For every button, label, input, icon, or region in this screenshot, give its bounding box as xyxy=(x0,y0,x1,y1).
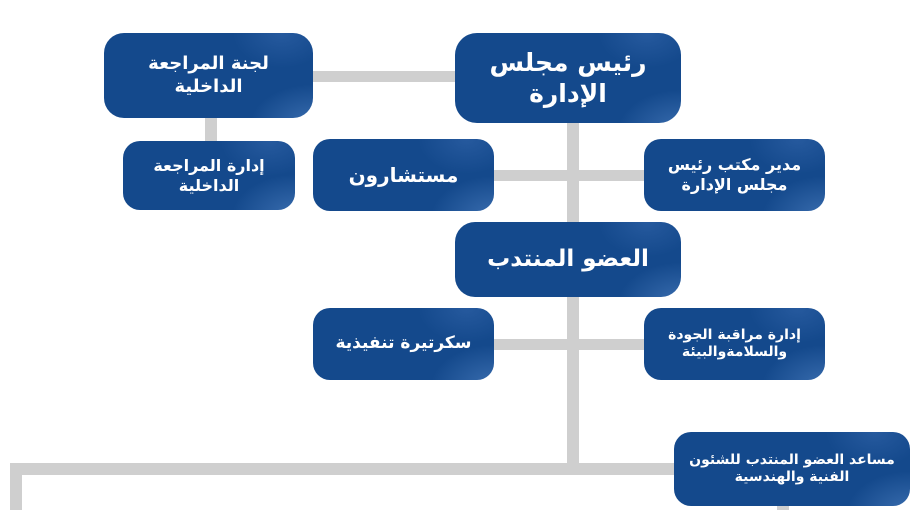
node-executive-secretary-label: سكرتيرة تنفيذية xyxy=(335,333,472,354)
node-chairman-label: رئيس مجلس الإدارة xyxy=(489,47,647,108)
node-advisors: مستشارون xyxy=(313,139,494,211)
node-executive-secretary: سكرتيرة تنفيذية xyxy=(313,308,494,380)
connector-bottom-left-drop xyxy=(10,463,22,510)
node-chairman-office-manager: مدير مكتب رئيس مجلس الإدارة xyxy=(644,139,825,211)
connector-secretary-quality xyxy=(490,339,647,350)
connector-bottom-horizontal xyxy=(10,463,680,475)
node-internal-audit-committee: لجنة المراجعة الداخلية xyxy=(104,33,313,118)
connector-committee-department xyxy=(205,116,217,144)
node-quality-safety-environment-label: إدارة مراقبة الجودة والسلامةوالبيئة xyxy=(668,326,801,361)
node-managing-director-label: العضو المنتدب xyxy=(487,246,649,273)
node-internal-audit-committee-label: لجنة المراجعة الداخلية xyxy=(148,53,269,97)
node-quality-safety-environment: إدارة مراقبة الجودة والسلامةوالبيئة xyxy=(644,308,825,380)
node-chairman: رئيس مجلس الإدارة xyxy=(455,33,681,123)
node-internal-audit-department: إدارة المراجعة الداخلية xyxy=(123,141,295,210)
node-managing-director: العضو المنتدب xyxy=(455,222,681,297)
node-assistant-md-technical-label: مساعد العضو المنتدب للشئون الفنية والهند… xyxy=(689,451,895,486)
node-advisors-label: مستشارون xyxy=(348,162,459,187)
node-chairman-office-manager-label: مدير مكتب رئيس مجلس الإدارة xyxy=(667,155,802,194)
connector-advisors-office xyxy=(490,170,647,181)
node-assistant-md-technical: مساعد العضو المنتدب للشئون الفنية والهند… xyxy=(674,432,910,506)
node-internal-audit-department-label: إدارة المراجعة الداخلية xyxy=(153,155,265,195)
connector-committee-chairman xyxy=(308,71,460,82)
